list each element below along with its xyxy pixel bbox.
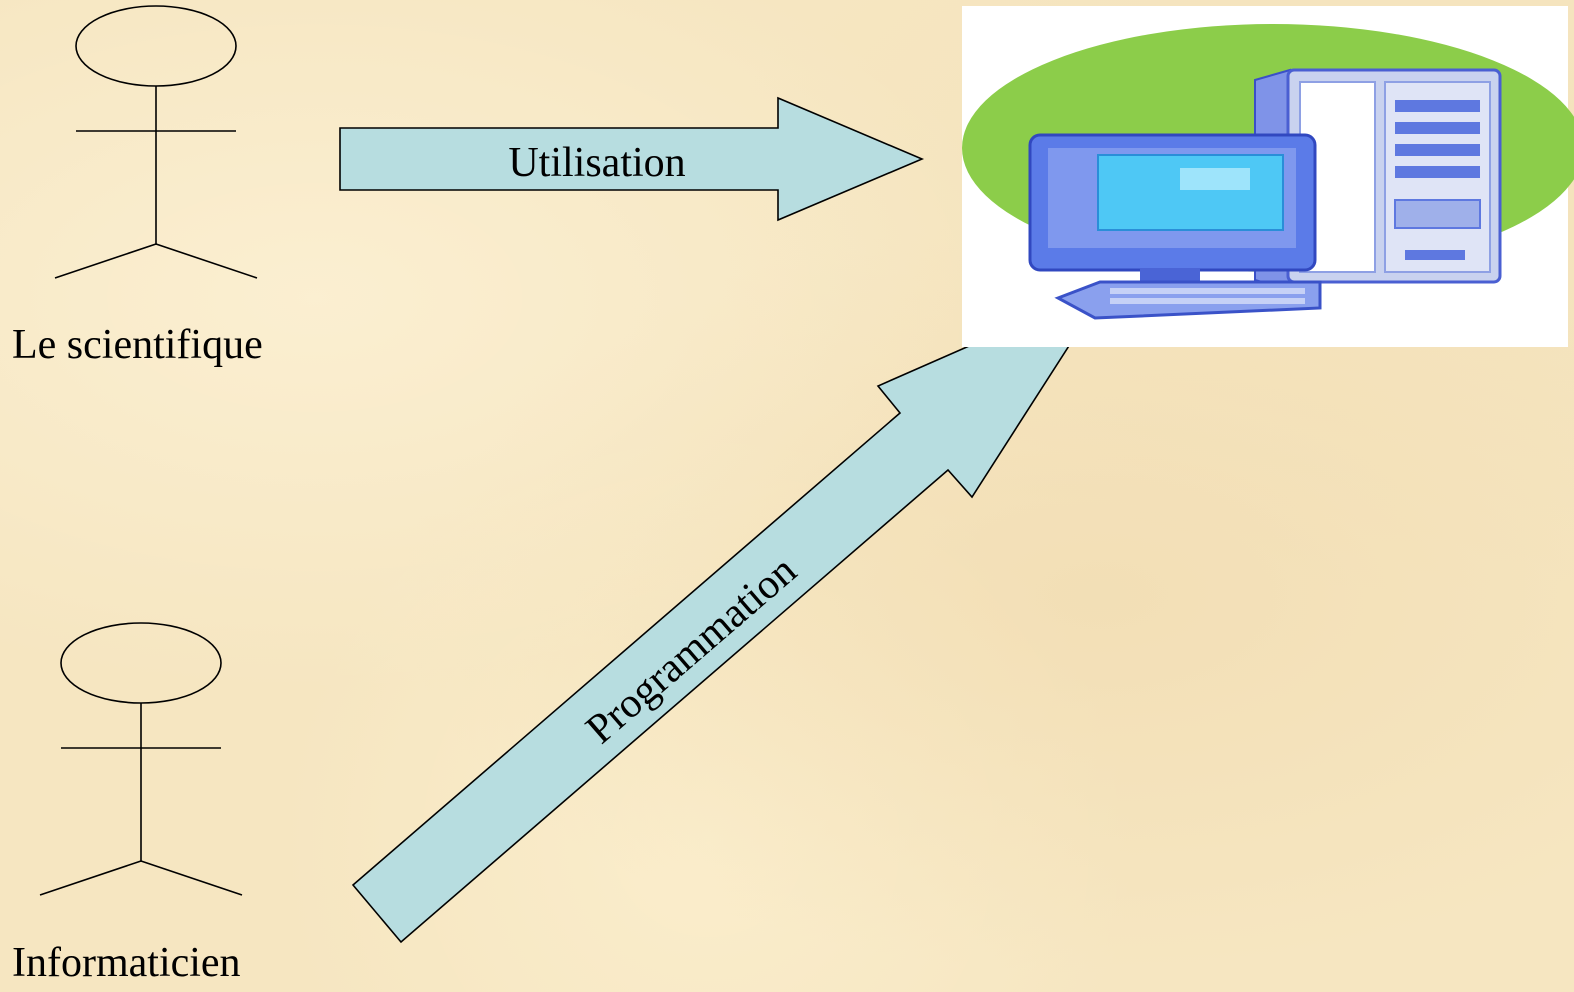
arrow-usage-label: Utilisation [508, 140, 685, 186]
computer-monitor [1028, 133, 1317, 282]
actor-scientist-left-leg [54, 243, 157, 279]
actor-developer-head [60, 622, 222, 704]
arrow-programming-shape [351, 283, 1111, 944]
arrow-usage: Utilisation [339, 96, 925, 222]
actor-scientist-label: Le scientifique [12, 322, 263, 368]
actor-scientist-head [75, 5, 237, 87]
arrow-programming-label: Programmation [578, 547, 806, 753]
computer-icon [962, 6, 1574, 347]
actor-developer: Informaticien [12, 622, 243, 986]
actor-scientist: Le scientifique [12, 5, 263, 368]
actor-scientist-right-leg [155, 243, 258, 279]
computer-keyboard [1054, 280, 1322, 320]
actor-developer-right-leg [140, 860, 243, 896]
actor-developer-left-leg [39, 860, 142, 896]
actor-developer-label: Informaticien [12, 940, 241, 986]
arrow-usage-shape [339, 96, 925, 222]
arrow-programming: Programmation [351, 283, 1111, 944]
